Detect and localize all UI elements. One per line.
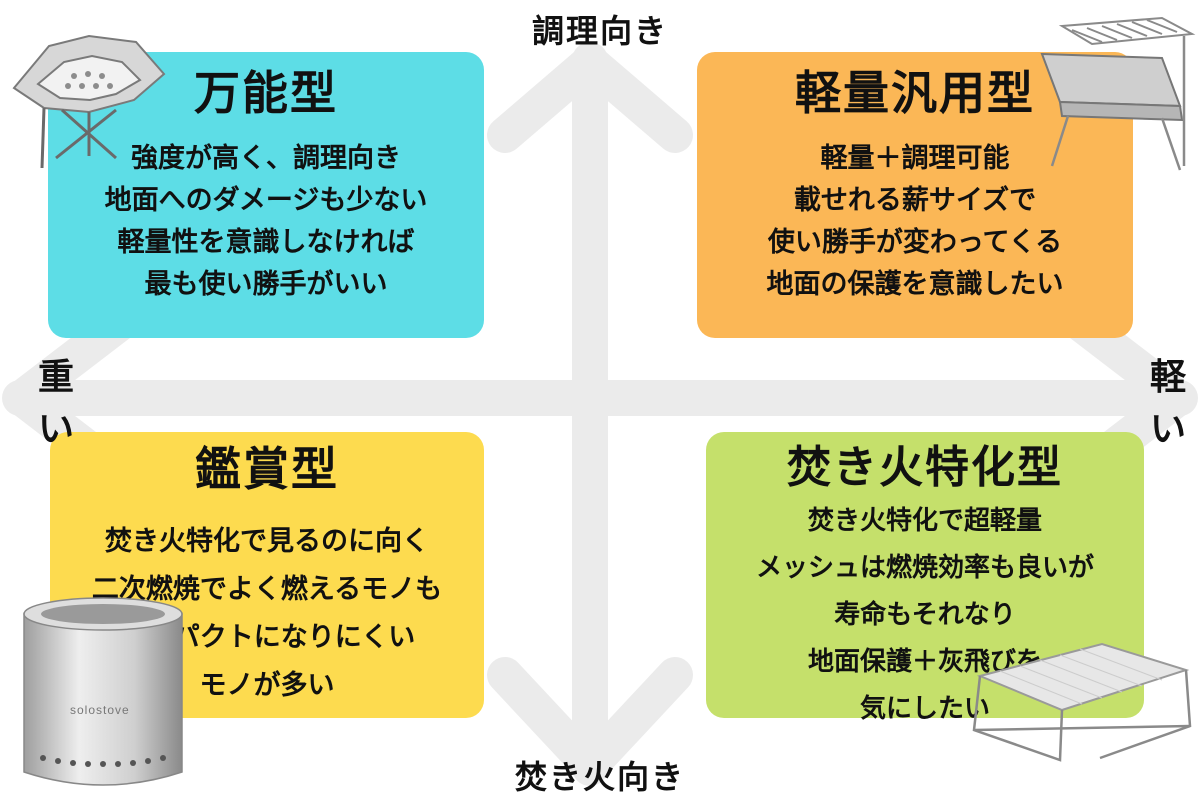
description-line: 焚き火特化で見るのに向く xyxy=(104,526,429,557)
quadrant-description: 強度が高く、調理向き 地面へのダメージも少ない 軽量性を意識しなければ 最も使い… xyxy=(105,138,428,306)
description-line: 気にしたい xyxy=(859,694,990,724)
cylinder-stove-image: solostove xyxy=(23,597,183,786)
axis-label-top: 調理向き xyxy=(531,12,668,50)
description-line: 寿命もそれなり xyxy=(834,600,1016,630)
axis-label-right: 軽い xyxy=(1140,352,1196,456)
axis-label-char: 軽 xyxy=(1149,357,1186,398)
quadrant-description: 軽量＋調理可能 載せれる薪サイズで 使い勝手が変わってくる 地面の保護を意識した… xyxy=(767,138,1064,306)
description-line: 焚き火特化で超軽量 xyxy=(807,506,1042,536)
description-line: 最も使い勝手がいい xyxy=(144,269,388,300)
axis-label-left: 重い xyxy=(28,352,84,456)
axis-label-char: い xyxy=(37,409,74,450)
folding-grill-stand-image xyxy=(1040,16,1196,171)
description-line: 地面の保護を意識したい xyxy=(766,269,1064,300)
description-line: 強度が高く、調理向き xyxy=(131,143,401,174)
quadrant-title: 焚き火特化型 xyxy=(787,442,1063,493)
solostove-logo: solostove xyxy=(70,703,130,717)
mesh-fire-pit-image xyxy=(972,642,1192,762)
description-line: モノが多い xyxy=(199,670,335,701)
description-line: 二次燃焼でよく燃えるモノも xyxy=(91,574,443,605)
description-line: 軽量性を意識しなければ xyxy=(117,227,415,258)
quadrant-title: 軽量汎用型 xyxy=(795,66,1035,120)
quadrant-title: 鑑賞型 xyxy=(195,442,339,496)
description-line: メッシュは燃焼効率も良いが xyxy=(755,553,1094,583)
axis-label-char: 重 xyxy=(37,357,74,398)
description-line: 地面へのダメージも少ない xyxy=(104,185,428,216)
description-line: 使い勝手が変わってくる xyxy=(767,227,1063,258)
quadrant-title: 万能型 xyxy=(194,66,338,120)
description-line: 軽量＋調理可能 xyxy=(820,143,1010,174)
axis-label-bottom: 焚き火向き xyxy=(514,758,685,796)
folding-fire-stand-image xyxy=(12,34,166,169)
axis-label-char: い xyxy=(1149,409,1186,450)
description-line: 載せれる薪サイズで xyxy=(793,185,1037,216)
